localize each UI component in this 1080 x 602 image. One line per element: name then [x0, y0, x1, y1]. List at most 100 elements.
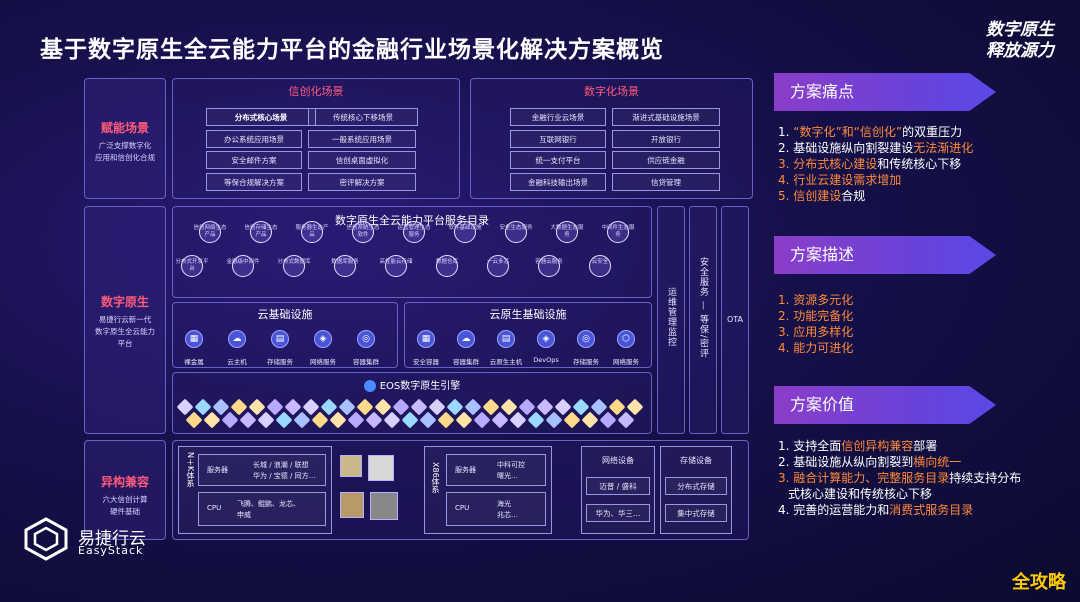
x86-label: X86体系	[431, 462, 440, 494]
catalog-hex-label: 分布式数据库	[277, 259, 311, 265]
service-icon: ▦	[185, 330, 203, 348]
pain-list: 1. “数字化”和“信创化”的双重压力 2. 基础设施纵向割裂建设无法渐进化 3…	[778, 124, 973, 204]
pain-item-1: 1. “数字化”和“信创化”的双重压力	[778, 125, 963, 139]
catalog-hex-icon	[436, 255, 458, 277]
desc-list: 1. 资源多元化 2. 功能完备化 3. 应用多样化 4. 能力可进化	[778, 292, 853, 356]
catalog-hex-label: 信创系统生态软件	[346, 225, 380, 238]
service-icon: ☁	[457, 330, 475, 348]
szh-item: 开放银行	[612, 130, 720, 148]
catalog-hex-icon	[181, 255, 203, 277]
service-label: 裸金属	[184, 358, 204, 366]
side-ygjr: 异构兼容 六大信创计算 硬件基础	[84, 440, 166, 540]
cpu-chip-image	[370, 492, 398, 520]
side-ygjr-desc-1: 六大信创计算	[102, 495, 148, 504]
x86-cpu-key: CPU	[455, 504, 470, 512]
side-fu-title: 赋能场景	[100, 121, 149, 135]
catalog-hex-label: 服务器生态产品	[295, 225, 329, 238]
network-title: 网络设备	[602, 456, 634, 465]
side-ygjr-title: 异构兼容	[100, 475, 149, 489]
cloud-native-panel: 云原生基础设施	[404, 302, 652, 368]
catalog-hex-label: 安全生态服务	[499, 225, 533, 231]
desc-banner: 方案描述	[774, 236, 996, 274]
side-szys-desc-3: 平台	[117, 339, 133, 348]
nk-server-v1: 长城 / 浪潮 / 联想	[253, 461, 309, 469]
catalog-hex-icon	[505, 221, 527, 243]
szh-item: 金融行业云场景	[510, 108, 606, 126]
service-icon: ▤	[271, 330, 289, 348]
nk-cpu-row: CPU 飞腾、鲲鹏、龙芯、 申威	[198, 492, 326, 526]
value-item-2: 2. 基础设施从纵向割裂到横向统一	[778, 455, 962, 469]
service-icon: ◎	[357, 330, 375, 348]
service-icon: ◎	[577, 330, 595, 348]
ota-label: OTA	[726, 315, 744, 324]
catalog-hex-icon	[283, 255, 305, 277]
catalog-hex-icon	[199, 221, 221, 243]
xc-title: 信创化场景	[288, 85, 344, 98]
szh-item: 信贷管理	[612, 173, 720, 191]
slogan-line-2: 释放源力	[986, 41, 1054, 61]
desc-item: 1. 资源多元化	[778, 293, 854, 307]
x86-server-row: 服务器 中科可控 曙光…	[446, 454, 546, 486]
nk-cpu-key: CPU	[207, 504, 222, 512]
network-item: 华为、华三…	[586, 504, 650, 522]
value-list: 1. 支持全面信创异构兼容部署 2. 基础设施从纵向割裂到横向统一 3. 融合计…	[778, 438, 1074, 518]
catalog-hex-label: 数据仓库	[435, 259, 458, 265]
side-szys-desc-1: 易捷行云新一代	[98, 315, 152, 324]
service-label: 网络服务	[613, 358, 639, 366]
side-fu-desc-1: 广泛支撑数字化	[98, 141, 152, 150]
service-label: 云原生主机	[489, 358, 523, 366]
catalog-hex-icon	[538, 255, 560, 277]
x86-server-v1: 中科可控	[497, 461, 525, 469]
value-item-4: 4. 完善的运营能力和消费式服务目录	[778, 503, 974, 517]
side-fu-desc-2: 应用和信创化合规	[95, 153, 155, 162]
nk-cpu-v1: 飞腾、鲲鹏、龙芯、	[237, 500, 300, 508]
catalog-hex-icon	[301, 221, 323, 243]
catalog-hex-icon	[589, 255, 611, 277]
service-label: 云主机	[227, 358, 247, 366]
catalog-hex-icon	[403, 221, 425, 243]
service-label: DevOps	[533, 356, 559, 364]
service-label: 网络服务	[310, 358, 336, 366]
catalog-hex-label: 一云多芯	[486, 259, 509, 265]
xc-item: 办公系统应用场景	[206, 130, 302, 148]
catalog-hex-icon	[385, 255, 407, 277]
eos-icon	[363, 380, 376, 392]
cloud-infra-title: 云基础设施	[257, 308, 313, 321]
nk-group	[178, 446, 332, 534]
service-icon: ⬡	[617, 330, 635, 348]
value-banner: 方案价值	[774, 386, 996, 424]
szh-title: 数字化场景	[584, 85, 639, 98]
pain-banner: 方案痛点	[774, 73, 996, 111]
service-label: 容器集群	[453, 358, 479, 366]
easystack-logo-icon	[24, 517, 68, 561]
catalog-hex-label: 金融级中间件	[226, 259, 260, 265]
catalog-hex-icon	[487, 255, 509, 277]
value-item-3: 3. 融合计算能力、完整服务目录持续支持分布	[778, 471, 1022, 485]
service-label: 存储服务	[573, 358, 599, 366]
side-szys-title: 数字原生	[100, 295, 149, 309]
side-fu: 赋能场景 广泛支撑数字化 应用和信创化合规	[84, 78, 166, 199]
nk-server-key: 服务器	[207, 466, 228, 474]
logo-cn: 易捷行云	[78, 529, 146, 549]
watermark: 全攻略	[1012, 572, 1066, 593]
service-icon: ▦	[417, 330, 435, 348]
catalog-hex-icon	[454, 221, 476, 243]
catalog-hex-label: 数据库服务	[331, 259, 359, 265]
catalog-hex-icon	[334, 255, 356, 277]
pain-item-2: 2. 基础设施纵向割裂建设无法渐进化	[778, 141, 974, 155]
service-icon: ◈	[537, 330, 555, 348]
x86-cpu-row: CPU 海光 兆芯…	[446, 492, 546, 526]
x86-server-key: 服务器	[455, 466, 476, 474]
pain-item-5: 5. 信创建设合规	[778, 189, 866, 203]
security-column: 安全服务 — 等保/密评	[689, 206, 717, 434]
xc-item: 密评解决方案	[308, 173, 416, 191]
storage-item: 集中式存储	[665, 504, 727, 522]
cpu-chip-image	[368, 455, 394, 481]
service-label: 安全容器	[413, 358, 439, 366]
cpu-chip-image	[340, 492, 364, 518]
szh-item: 互联网银行	[510, 130, 606, 148]
catalog-hex-icon	[556, 221, 578, 243]
catalog-hex-label: 信创网络生态产品	[193, 225, 227, 238]
xc-item: 传统核心下移场景	[308, 108, 418, 126]
szh-item: 渐进式基础设施场景	[612, 108, 720, 126]
